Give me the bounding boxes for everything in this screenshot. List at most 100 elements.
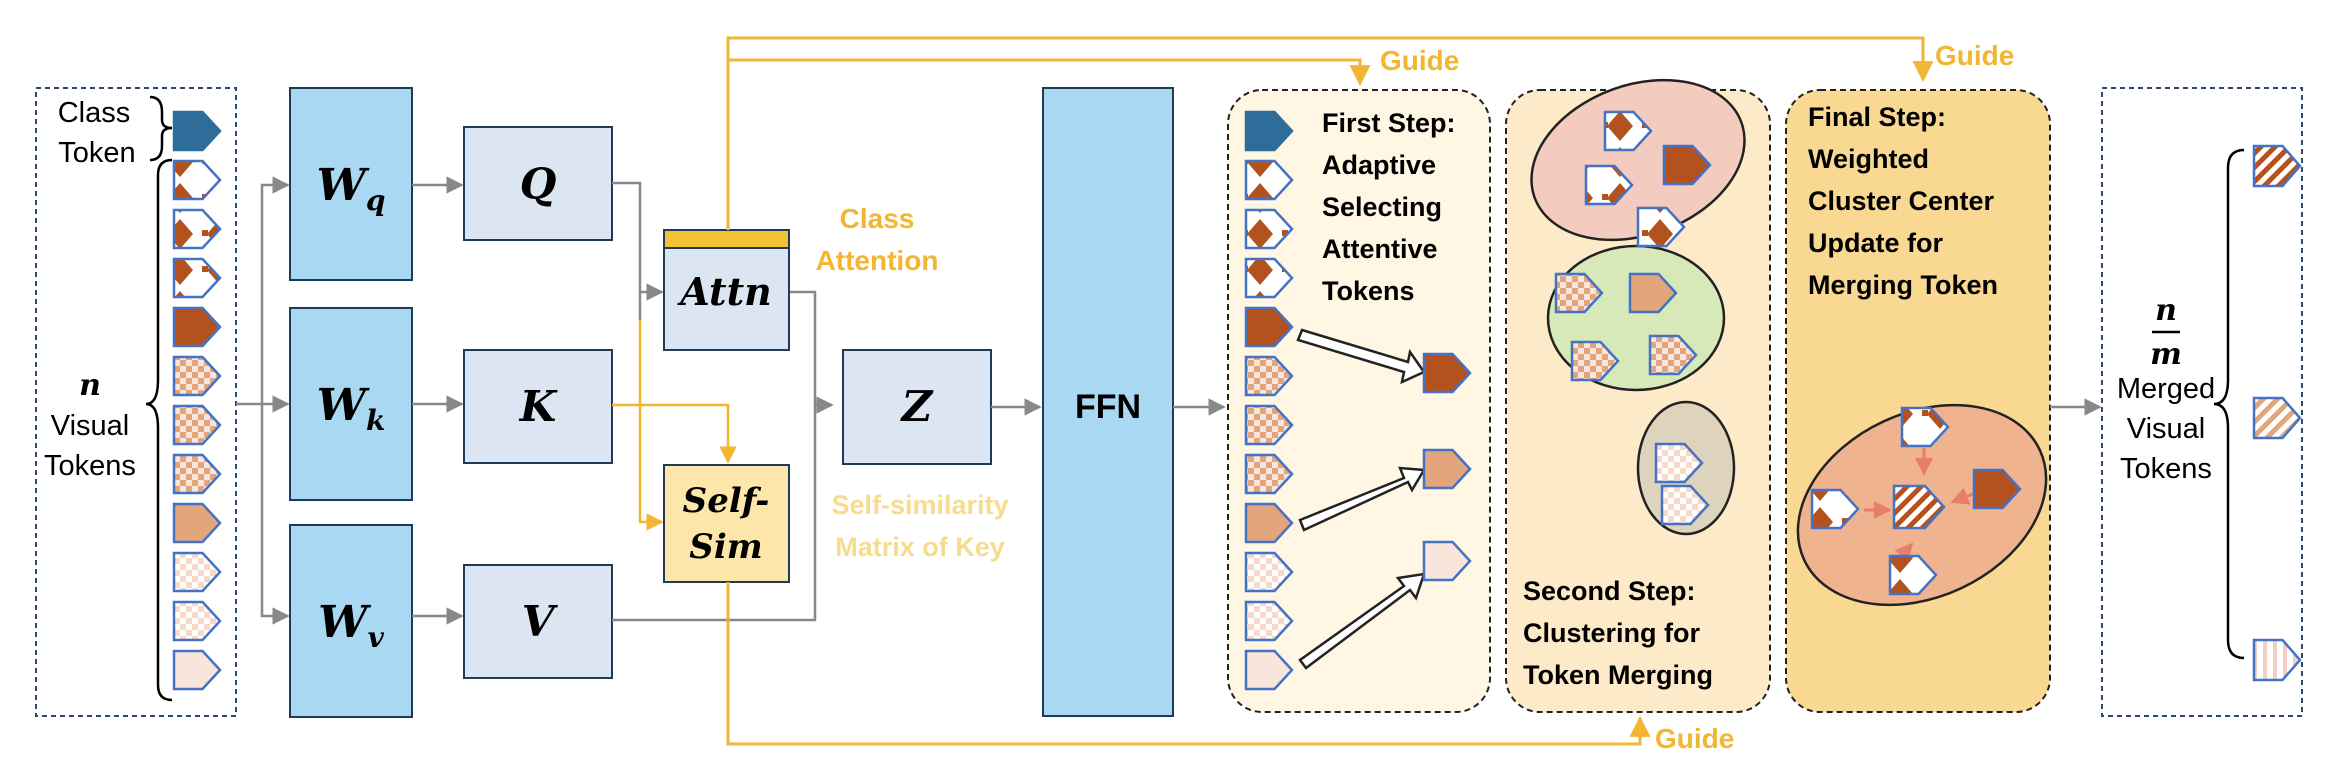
- input-token-column: [172, 110, 222, 691]
- visual-token-icon: [172, 600, 222, 642]
- guide-lines: [726, 36, 1934, 746]
- selected-token-mid-icon: [1422, 448, 1472, 490]
- cluster-token-icon: [1654, 442, 1704, 484]
- cluster-tokens: [1554, 110, 1712, 526]
- step1-line2: Adaptive: [1322, 150, 1436, 180]
- step3-text: Final Step: Weighted Cluster Center Upda…: [1808, 102, 1998, 300]
- step3-line5: Merging Token: [1808, 270, 1998, 300]
- step2-text: Second Step: Clustering for Token Mergin…: [1523, 576, 1713, 690]
- merged-label-line3: Tokens: [2120, 453, 2212, 485]
- step3-line4: Update for: [1808, 228, 1943, 258]
- q-label: Q: [520, 159, 557, 208]
- cluster-token-icon: [1660, 484, 1710, 526]
- z-label: Z: [900, 382, 934, 431]
- cluster-token-icon: [1628, 272, 1678, 314]
- output-token-column: [2252, 144, 2302, 682]
- selection-arrows: [1296, 328, 1427, 670]
- step2-line1: Second Step:: [1523, 576, 1696, 606]
- k-box: [463, 349, 613, 464]
- step3-line1: Final Step:: [1808, 102, 1946, 132]
- guide-label-step2: Guide: [1655, 723, 1734, 754]
- selfsim-label-line2: Sim: [689, 527, 762, 567]
- merged-token-icon: [2252, 144, 2302, 188]
- visual-tokens-label-line1: Visual: [51, 410, 129, 442]
- visual-token-icon: [172, 159, 222, 201]
- visual-token-icon: [172, 551, 222, 593]
- k-label: K: [519, 382, 558, 431]
- z-box: [842, 349, 992, 465]
- merged-label-line2: Visual: [2127, 413, 2205, 445]
- output-m-symbol: m: [2150, 337, 2182, 372]
- step1-text: First Step: Adaptive Selecting Attentive…: [1322, 108, 1456, 306]
- selection-arrow-light: [1298, 572, 1426, 670]
- step1-line1: First Step:: [1322, 108, 1456, 138]
- cluster-token-icon: [1662, 144, 1712, 186]
- step2-panel: [1505, 89, 1771, 713]
- ffn-box: [1042, 87, 1174, 717]
- visual-tokens-label-line2: Tokens: [44, 450, 136, 482]
- step3-line2: Weighted: [1808, 144, 1929, 174]
- cluster-token-icon: [1888, 554, 1938, 596]
- visual-token-icon: [172, 502, 222, 544]
- qkv-arrows: [612, 181, 834, 622]
- merged-center-token-icon: [1892, 484, 1946, 530]
- cluster-token-icon: [1603, 110, 1653, 152]
- v-label: V: [522, 597, 559, 646]
- cluster-token-icon: [1972, 468, 2022, 510]
- visual-token-icon: [1244, 453, 1294, 495]
- selected-tokens: [1422, 352, 1472, 582]
- q-box: [463, 126, 613, 241]
- merged-token-icon: [2252, 396, 2302, 440]
- step2-line3: Token Merging: [1523, 660, 1713, 690]
- input-panel: [35, 87, 237, 717]
- visual-token-icon: [1244, 257, 1294, 299]
- visual-token-icon: [172, 453, 222, 495]
- visual-token-icon: [1244, 404, 1294, 446]
- guide-label-step3: Guide: [1935, 40, 2014, 71]
- step1-token-column: [1244, 110, 1294, 691]
- final-tokens: [1810, 406, 2022, 596]
- class-attention-bar: [663, 229, 790, 249]
- step1-line5: Tokens: [1322, 276, 1415, 306]
- visual-token-icon: [172, 257, 222, 299]
- merged-label-line1: Merged: [2117, 373, 2215, 405]
- selfsim-label-line1: Self-: [683, 481, 770, 521]
- step3-panel: [1785, 89, 2051, 713]
- wv-box: [289, 524, 413, 718]
- attn-label: Attn: [677, 269, 772, 314]
- step2-line2: Clustering for: [1523, 618, 1700, 648]
- selection-arrow-mid: [1298, 466, 1427, 532]
- step1-line4: Attentive: [1322, 234, 1438, 264]
- visual-token-icon: [172, 208, 222, 250]
- selected-token-light-icon: [1422, 540, 1472, 582]
- v-box: [463, 564, 613, 679]
- cluster-token-icon: [1810, 488, 1860, 530]
- visual-token-icon: [1244, 502, 1294, 544]
- class-token-icon: [172, 110, 222, 152]
- visual-token-icon: [1244, 306, 1294, 348]
- cluster-token-icon: [1636, 206, 1686, 248]
- weight-arrows: [412, 176, 464, 625]
- cluster-token-icon: [1900, 406, 1950, 448]
- output-n-symbol: n: [2155, 293, 2177, 328]
- visual-token-icon: [1244, 208, 1294, 250]
- wq-label: Wq: [317, 160, 386, 217]
- selected-token-dark-icon: [1422, 352, 1472, 394]
- visual-token-icon: [172, 355, 222, 397]
- visual-token-icon: [1244, 551, 1294, 593]
- class-token-brace: [149, 95, 173, 162]
- wq-box: [289, 87, 413, 281]
- merged-token-icon: [2252, 638, 2302, 682]
- cluster-token-icon: [1554, 272, 1604, 314]
- selfsim-caption-line1: Self-similarity: [831, 490, 1008, 520]
- key-to-selfsim-arrows: [612, 320, 737, 531]
- cluster-token-icon: [1648, 334, 1698, 376]
- class-token-icon: [1244, 110, 1294, 152]
- cluster-token-icon: [1584, 164, 1634, 206]
- wk-label: Wk: [317, 380, 386, 437]
- wv-label: Wv: [318, 597, 384, 654]
- visual-token-icon: [1244, 355, 1294, 397]
- step1-line3: Selecting: [1322, 192, 1442, 222]
- class-attention-label-line1: Class: [840, 203, 915, 234]
